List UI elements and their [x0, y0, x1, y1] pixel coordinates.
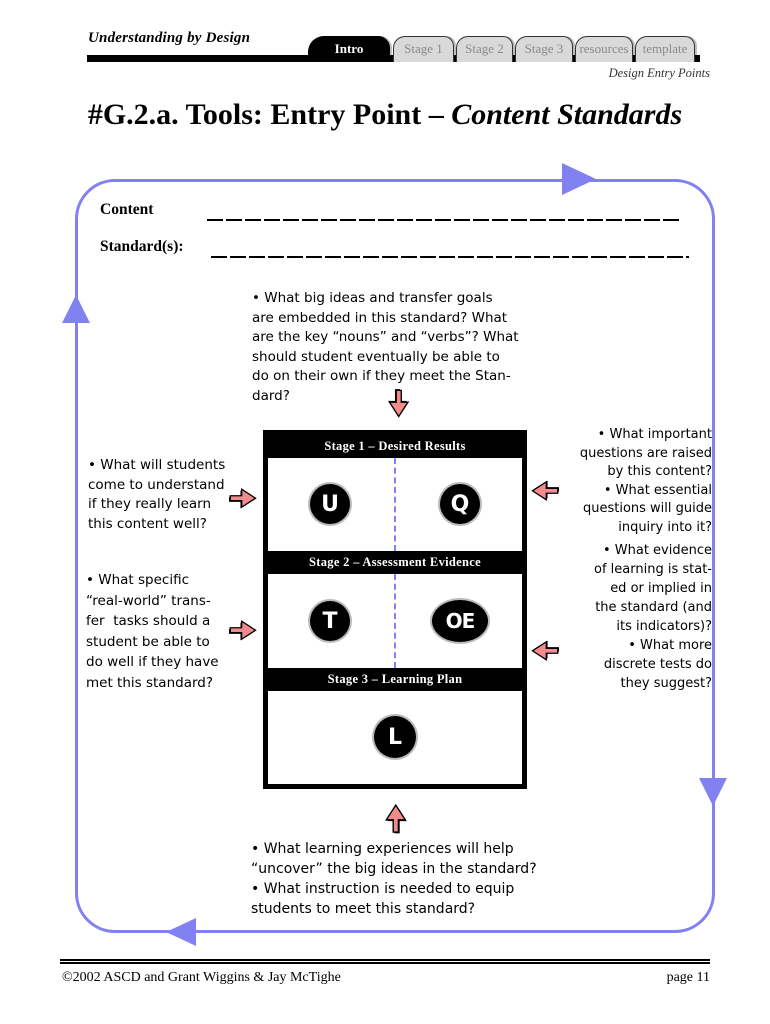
pink-arrow-up-icon — [381, 803, 409, 836]
copyright-text: ©2002 ASCD and Grant Wiggins & Jay McTig… — [62, 970, 341, 985]
tab-intro[interactable]: Intro — [308, 36, 390, 62]
pink-arrow-right-icon — [227, 484, 258, 510]
brand-title: Understanding by Design — [88, 30, 251, 46]
badge-essential-questions: Q — [440, 484, 480, 524]
pink-arrow-right-icon — [227, 616, 258, 642]
page-number: page 11 — [666, 970, 710, 985]
annotation-right-upper: • What important questions are raised by… — [579, 427, 712, 535]
pink-arrow-down-icon — [386, 387, 414, 419]
stage1-section: U Q — [268, 458, 522, 551]
section-subtitle: Design Entry Points — [608, 66, 710, 80]
annotation-right-lower: • What evidence of learning is stat- ed … — [594, 543, 712, 691]
content-label: Content — [100, 201, 154, 218]
flow-arrow-up-icon — [62, 295, 90, 323]
badge-transfer-tasks: T — [310, 601, 350, 641]
tab-resources[interactable]: resources — [575, 36, 633, 62]
standards-write-in-line — [211, 256, 689, 258]
standards-label: Standard(s): — [100, 238, 184, 255]
tab-stage-2[interactable]: Stage 2 — [456, 36, 513, 62]
badge-learning-plan: L — [374, 716, 416, 758]
tab-stage-1[interactable]: Stage 1 — [393, 36, 454, 62]
page-title-main: #G.2.a. Tools: Entry Point – — [87, 98, 452, 131]
dashed-divider — [394, 574, 396, 668]
annotation-left-lower: • What specific “real-world” trans- fer … — [86, 572, 219, 691]
flow-arrow-left-icon — [166, 918, 196, 946]
pink-arrow-left-icon — [530, 479, 561, 505]
annotation-left-upper: • What will students come to understand … — [88, 457, 226, 532]
annotation-top: • What big ideas and transfer goals are … — [252, 290, 519, 404]
tab-template[interactable]: template — [635, 36, 695, 62]
page-title: #G.2.a. Tools: Entry Point – Content Sta… — [0, 98, 770, 132]
pink-arrow-left-icon — [530, 639, 561, 665]
footer-divider — [60, 959, 710, 964]
flow-arrow-down-icon — [699, 778, 727, 806]
dashed-divider — [394, 458, 396, 551]
annotation-bottom: • What learning experiences will help “u… — [251, 841, 537, 917]
tab-stage-3[interactable]: Stage 3 — [515, 36, 573, 62]
loop-border-box — [75, 179, 715, 933]
stage3-header: Stage 3 – Learning Plan — [268, 668, 522, 691]
stage2-section: T OE — [268, 574, 522, 668]
stage2-header: Stage 2 – Assessment Evidence — [268, 551, 522, 574]
stage3-section: L — [268, 691, 522, 784]
flow-arrow-right-icon — [562, 163, 596, 195]
badge-understandings: U — [310, 484, 350, 524]
content-write-in-line — [207, 219, 681, 221]
stage1-header: Stage 1 – Desired Results — [268, 435, 522, 458]
ubd-stage-diagram: Stage 1 – Desired Results U Q Stage 2 – … — [263, 430, 527, 789]
badge-other-evidence: OE — [432, 600, 488, 642]
page-title-emphasis: Content Standards — [451, 98, 683, 131]
